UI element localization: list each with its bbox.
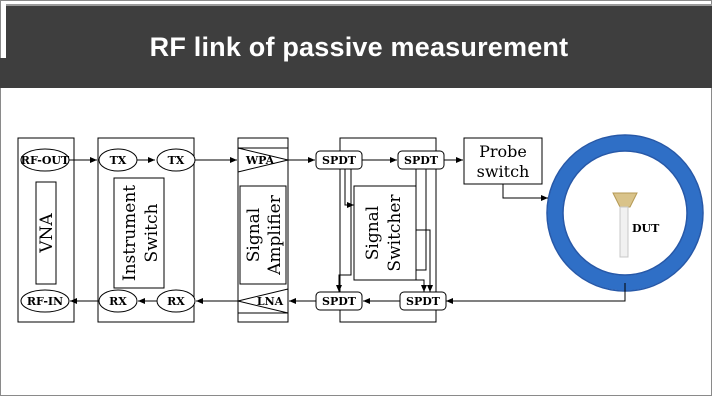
dut-post [619, 206, 629, 258]
spdt-bottom-left-label: SPDT [322, 295, 357, 308]
slide-title: RF link of passive measurement [149, 32, 569, 62]
dut-label: DUT [632, 222, 660, 235]
spdt-top-left-label: SPDT [322, 154, 357, 167]
instrument-switch-line1: Instrument [120, 185, 140, 281]
rf-in-port[interactable] [20, 289, 70, 313]
vna-label: VNA [37, 213, 57, 254]
rx-in-label: RX [109, 295, 127, 308]
signal-amplifier-label-box [239, 185, 287, 285]
wpa-amplifier-icon[interactable] [237, 147, 289, 173]
spdt-top-right-label: SPDT [404, 154, 439, 167]
tx-in-label: TX [110, 154, 127, 167]
signal-amplifier-line1: Signal [244, 208, 264, 263]
chamber-ring-outline-inner [562, 150, 688, 276]
probe-switch-line2: switch [477, 162, 530, 181]
probe-switch-line1: Probe [479, 142, 527, 161]
instrument-switch-line2: Switch [142, 203, 162, 262]
signal-connections [69, 157, 626, 304]
title-accent [0, 58, 6, 88]
vna-label-box [35, 181, 57, 285]
rf-in-label: RF-IN [27, 295, 63, 308]
tx-out-label: TX [168, 154, 185, 167]
rx-out-label: RX [167, 295, 185, 308]
title-bar: RF link of passive measurement [6, 4, 712, 88]
signal-switcher-line1: Signal [363, 206, 383, 261]
rf-out-label: RF-OUT [21, 154, 70, 167]
probe-switch-block[interactable] [463, 137, 543, 185]
switcher-internal-links [336, 169, 433, 292]
signal-switcher-line2: Switcher [385, 194, 405, 272]
spdt-bottom-right-label: SPDT [406, 295, 441, 308]
wpa-label: WPA [245, 154, 275, 167]
signal-switcher-label-box [353, 185, 417, 281]
lna-label: LNA [257, 295, 284, 308]
lna-amplifier-icon[interactable] [237, 288, 289, 314]
instrument-switch-label-box [113, 177, 165, 289]
signal-amplifier-line2: Amplifier [265, 194, 285, 276]
probe-horn-icon [612, 192, 638, 208]
